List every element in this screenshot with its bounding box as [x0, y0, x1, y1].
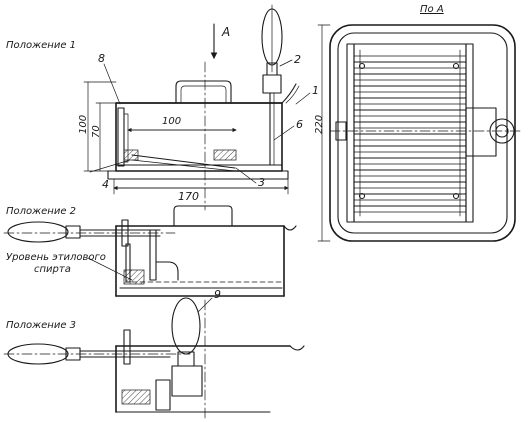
- svg-text:70: 70: [91, 125, 102, 138]
- callout-1: 1: [312, 84, 319, 97]
- svg-text:100: 100: [78, 115, 89, 134]
- view-arrow-label: А: [221, 25, 230, 39]
- tray-body-1: [107, 83, 300, 180]
- plan-outer-frame: [329, 24, 516, 242]
- dimension-220-width: 220: [314, 24, 331, 242]
- plan-view-a: По А 220: [314, 4, 523, 242]
- callout-8: 8: [98, 52, 105, 65]
- position-1-view: Положение 1 А 2: [6, 4, 319, 211]
- position-3-view: Положение 3 9: [3, 288, 305, 421]
- callout-2-a: 2: [294, 53, 301, 66]
- lid-carry-handle: [175, 80, 232, 104]
- svg-text:220: 220: [314, 115, 325, 134]
- callout-4: 4: [102, 178, 109, 191]
- dimension-70-height: 70: [91, 102, 117, 172]
- view-arrow-a: А: [210, 23, 230, 60]
- position-1-label: Положение 1: [6, 40, 76, 51]
- dimension-100-height: 100: [78, 81, 117, 172]
- tray-body-2: [115, 225, 297, 297]
- plan-view-title: По А: [420, 4, 444, 15]
- callout-3: 3: [258, 176, 265, 189]
- svg-text:100: 100: [162, 116, 181, 127]
- ethanol-level-label-line2: спирта: [34, 264, 71, 275]
- plan-handle-block: [329, 107, 523, 157]
- callout-9: 9: [214, 288, 221, 301]
- horizontal-knob-handle-2: [3, 219, 176, 247]
- position-2-label: Положение 2: [6, 206, 76, 217]
- plan-bar-grid: [346, 43, 474, 223]
- position-2-view: Положение 2 Ур: [3, 205, 297, 297]
- vertical-knob-handle-3: [171, 297, 203, 397]
- ethanol-level-label-line1: Уровень этилового: [6, 252, 106, 263]
- svg-text:170: 170: [178, 190, 199, 203]
- dimension-170-length: 170: [113, 178, 289, 203]
- tray-body-3: [115, 299, 305, 421]
- dimension-100-inner: 100: [127, 116, 237, 133]
- horizontal-knob-handle-3: [3, 329, 191, 365]
- position-3-label: Положение 3: [6, 320, 76, 331]
- callout-6: 6: [296, 118, 303, 131]
- vertical-knob-handle: [261, 4, 283, 94]
